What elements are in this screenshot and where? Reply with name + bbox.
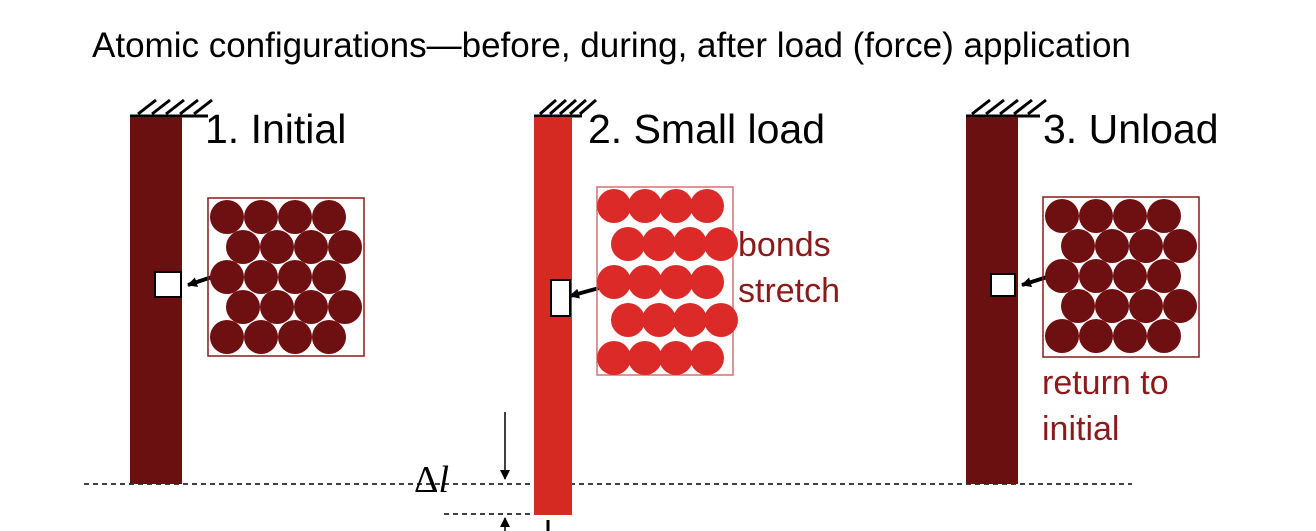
panel-3-label: 3. Unload <box>1043 106 1219 152</box>
panel-1 <box>130 98 365 484</box>
atom-lattice <box>210 200 362 354</box>
note-line: initial <box>1042 410 1120 448</box>
panel-1-label: 1. Initial <box>205 106 347 152</box>
atom-lattice <box>597 189 738 375</box>
panel-2-label: 2. Small load <box>588 106 826 152</box>
fixed-support-hatch <box>534 98 597 118</box>
specimen-bar <box>966 117 1018 484</box>
note-line: stretch <box>738 272 841 310</box>
atom-box <box>207 197 365 357</box>
atom-box <box>596 186 734 376</box>
sample-region <box>154 271 182 298</box>
panel-2 <box>500 98 738 531</box>
return-to-initial-note: return to initial <box>1042 360 1169 452</box>
atom-box <box>1042 196 1200 358</box>
note-line: bonds <box>738 226 831 264</box>
atom-lattice <box>1045 199 1197 353</box>
bonds-stretch-note: bonds stretch <box>738 222 840 314</box>
specimen-bar <box>130 117 182 484</box>
sample-region <box>990 273 1016 297</box>
panel-3 <box>966 98 1200 484</box>
fixed-support-hatch <box>130 98 213 118</box>
fixed-support-hatch <box>966 98 1047 118</box>
sample-region <box>550 279 571 317</box>
note-line: return to <box>1042 364 1169 402</box>
delta-l-label: Δl <box>414 459 449 501</box>
diagram-title: Atomic configurations—before, during, af… <box>92 26 1131 65</box>
